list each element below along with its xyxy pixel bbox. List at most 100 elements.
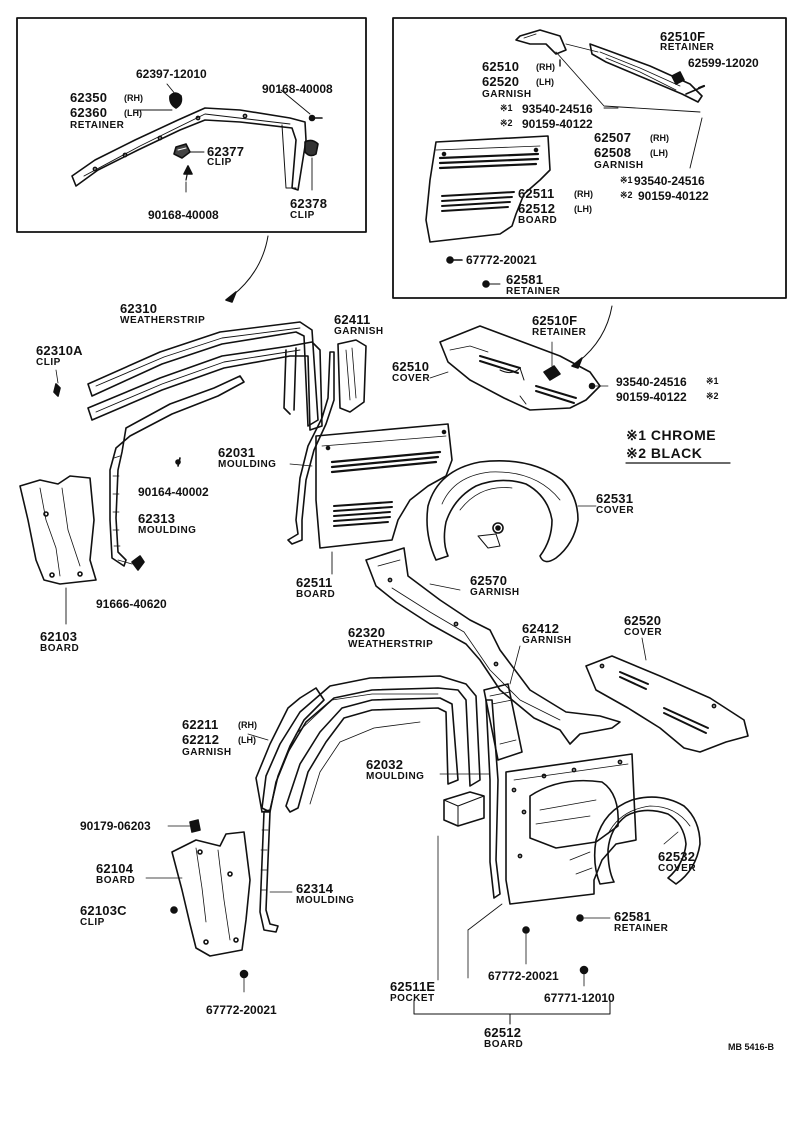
label-62510-main: 62510 [392,359,430,374]
label-62211-name: GARNISH [182,747,232,758]
label-90168-bottom: 90168-40008 [148,208,219,222]
screw-90164 [175,457,181,467]
garnish-62570 [365,547,621,745]
label-62310A-name: CLIP [36,357,61,368]
clip-62103C [170,906,178,914]
inset-box-left [16,17,367,233]
label-62581-main-name: RETAINER [614,923,669,934]
label-62397-12010: 62397-12010 [136,67,207,81]
label-62412-name: GARNISH [522,635,572,646]
garnish-62507 [589,43,703,103]
screw-90168-top [308,114,323,122]
board-62512 [505,753,637,905]
board-62511-inset [425,135,551,243]
label-67772-lower-left: 67772-20021 [206,1003,277,1017]
garnish-62412 [483,683,523,761]
label-62320-name: WEATHERSTRIP [348,639,434,650]
label-62510-side: (RH) [536,62,555,72]
fastener-67772-lower [522,926,530,965]
label-62510F-main: 62510F [532,313,578,328]
label-62360-side: (LH) [124,108,142,118]
legend-black: ※2 BLACK [626,445,703,461]
label-62378-name: CLIP [290,210,315,221]
label-91666: 91666-40620 [96,597,167,611]
label-90159-inset-a: 90159-40122 [522,117,593,131]
pin-62599 [685,84,706,95]
label-93540-inset-b: 93540-24516 [634,174,705,188]
label-62103: 62103 [40,629,78,644]
mark-2-main: ※2 [706,391,719,401]
label-62512-main-name: BOARD [484,1039,524,1050]
cover-62531 [426,460,579,563]
moulding-62031 [287,351,335,545]
label-62511-main: 62511 [296,575,333,590]
label-62599-12020: 62599-12020 [688,56,759,70]
label-62314: 62314 [296,881,334,896]
cover-62532 [593,796,701,885]
board-62104 [171,831,251,957]
label-62520-main-name: COVER [624,627,663,638]
label-67772-lower: 67772-20021 [488,969,559,983]
label-62531-name: COVER [596,505,635,516]
bolt-91666 [131,555,145,571]
label-62377: 62377 [207,144,245,159]
moulding-62032 [485,699,501,899]
board-62511-main [315,423,453,549]
label-62377-name: CLIP [207,157,232,168]
cover-62510 [439,325,601,411]
label-62507: 62507 [594,130,632,145]
label-62378: 62378 [290,196,328,211]
label-62350-name: RETAINER [70,120,125,131]
retainer-62510F-inset [671,71,685,85]
label-62310-name: WEATHERSTRIP [120,315,206,326]
label-90159-inset-b: 90159-40122 [638,189,709,203]
label-62320: 62320 [348,625,386,640]
moulding-62314 [259,811,279,933]
label-62314-name: MOULDING [296,895,355,906]
weatherstrip-62320 [261,675,481,813]
label-62570-name: GARNISH [470,587,520,598]
label-62103-name: BOARD [40,643,80,654]
label-62350-side: (RH) [124,93,143,103]
clip-62378 [304,139,319,157]
mark-2-inset-a: ※2 [500,118,513,128]
label-62412: 62412 [522,621,560,636]
label-62212-side: (LH) [238,735,256,745]
inset-box-right [392,17,787,299]
weatherstrip-62310 [87,321,323,431]
pocket-62511E [443,791,485,827]
label-62532: 62532 [658,849,696,864]
label-62508-side: (LH) [650,148,668,158]
clip-62310A [53,383,61,397]
label-62510F-inset: 62510F [660,29,706,44]
label-62510-name: GARNISH [482,89,532,100]
mark-1-inset-b: ※1 [620,175,633,185]
retainer-62581-main [576,914,611,922]
label-62581-inset-name: RETAINER [506,286,561,297]
fastener-67771 [579,965,589,987]
label-62411: 62411 [334,312,371,327]
label-62520: 62520 [482,74,520,89]
label-67771: 67771-12010 [544,991,615,1005]
fastener-67772-lower-left [239,969,249,993]
label-62411-name: GARNISH [334,326,384,337]
label-62512-inset: 62512 [518,201,556,216]
label-62310A: 62310A [36,343,83,358]
label-62510: 62510 [482,59,520,74]
label-90159-main: 90159-40122 [616,390,687,404]
label-62032: 62032 [366,757,404,772]
label-93540-main: 93540-24516 [616,375,687,389]
label-62507-name: GARNISH [594,160,644,171]
connect-line [555,51,701,113]
fastener-67772-inset [446,256,463,264]
label-62510F-main-name: RETAINER [532,327,587,338]
label-62104: 62104 [96,861,134,876]
label-62510F-inset-name: RETAINER [660,42,715,53]
clip-62377 [173,143,191,159]
label-62211: 62211 [182,717,219,732]
arrow-left-inset [231,235,269,297]
label-62581-main: 62581 [614,909,652,924]
fastener-93540-main [588,382,609,390]
